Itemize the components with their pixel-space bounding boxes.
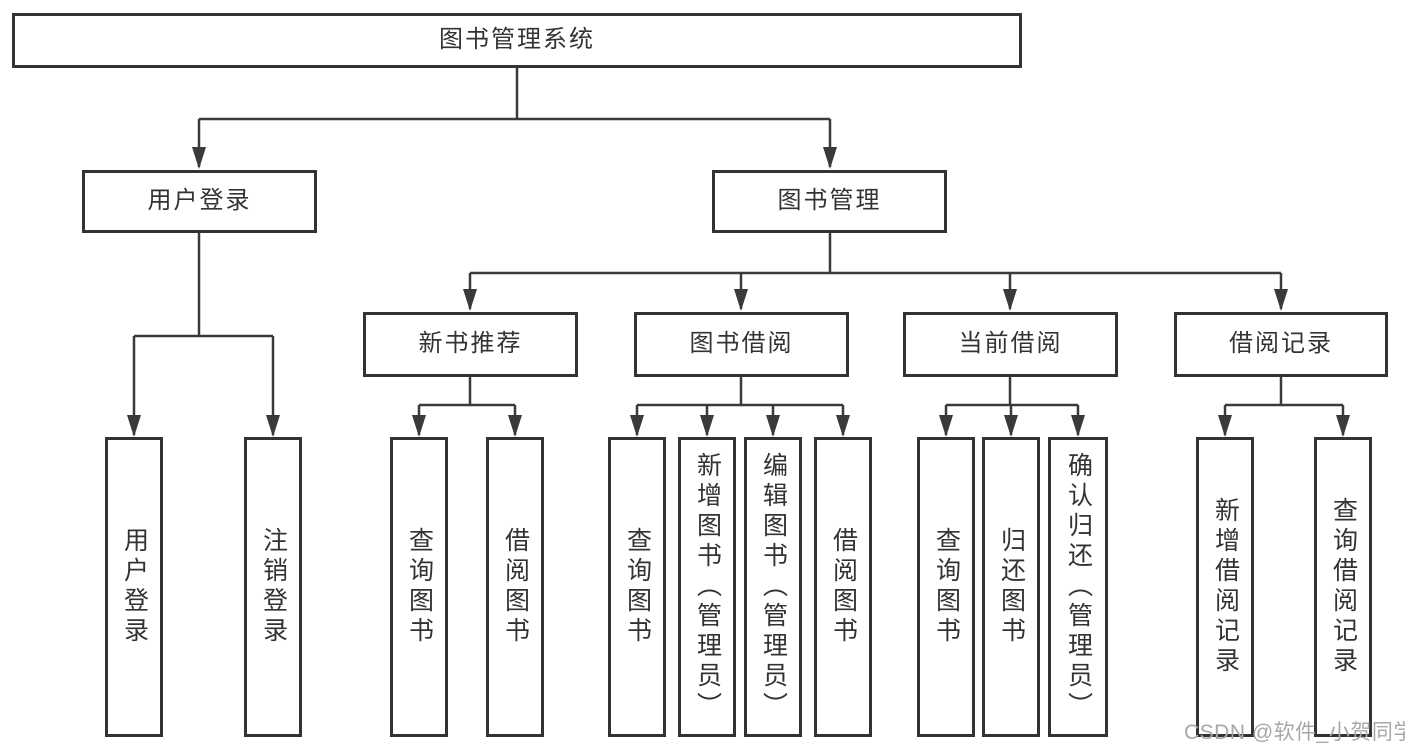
leaf-borrow-books-recommend: 借阅图书 — [486, 437, 544, 737]
node-borrow-records: 借阅记录 — [1174, 312, 1388, 377]
connector-user-login-children — [132, 233, 275, 435]
arrowhead — [463, 289, 477, 311]
node-new-book-recommend: 新书推荐 — [363, 312, 578, 377]
leaf-borrow-books: 借阅图书 — [814, 437, 872, 737]
node-label: 用户登录 — [120, 527, 149, 647]
connector-book-borrow-children — [635, 377, 845, 435]
node-current-borrow: 当前借阅 — [903, 312, 1118, 377]
arrowhead — [1218, 415, 1232, 437]
arrowhead — [734, 289, 748, 311]
connector-new-book-children — [417, 377, 517, 435]
arrowhead — [630, 415, 644, 437]
arrowhead — [192, 147, 206, 169]
arrowhead — [266, 415, 280, 437]
node-label: 查询图书 — [405, 527, 434, 647]
arrowhead — [508, 415, 522, 437]
node-label: 编辑图书（管理员） — [759, 452, 788, 722]
csdn-watermark: CSDN @软件_小贺同学 — [1184, 721, 1405, 744]
arrowhead — [700, 415, 714, 437]
node-label: 借阅图书 — [501, 527, 530, 647]
leaf-query-books-recommend: 查询图书 — [390, 437, 448, 737]
node-library-management-system: 图书管理系统 — [12, 13, 1022, 68]
node-label: 图书借阅 — [689, 330, 794, 358]
arrowhead — [766, 415, 780, 437]
arrowhead — [939, 415, 953, 437]
node-label: 图书管理系统 — [439, 26, 595, 54]
connector-book-management-children — [468, 233, 1283, 309]
node-label: 归还图书 — [997, 527, 1026, 647]
node-label: 新增图书（管理员） — [693, 452, 722, 722]
node-label: 查询借阅记录 — [1329, 497, 1358, 677]
leaf-query-books-current: 查询图书 — [917, 437, 975, 737]
leaf-add-book-admin: 新增图书（管理员） — [678, 437, 736, 737]
node-label: 当前借阅 — [958, 330, 1063, 358]
node-label: 图书管理 — [777, 187, 882, 215]
node-label: 借阅图书 — [829, 527, 858, 647]
leaf-query-borrow-record: 查询借阅记录 — [1314, 437, 1372, 737]
leaf-edit-book-admin: 编辑图书（管理员） — [744, 437, 802, 737]
node-label: 注销登录 — [259, 527, 288, 647]
arrowhead — [1071, 415, 1085, 437]
node-book-management: 图书管理 — [712, 170, 947, 233]
arrowhead — [1336, 415, 1350, 437]
node-book-borrow: 图书借阅 — [634, 312, 849, 377]
leaf-logout: 注销登录 — [244, 437, 302, 737]
leaf-return-book: 归还图书 — [982, 437, 1040, 737]
node-label: 新书推荐 — [418, 330, 523, 358]
node-label: 借阅记录 — [1229, 330, 1333, 358]
arrowhead — [1004, 415, 1018, 437]
leaf-user-login: 用户登录 — [105, 437, 163, 737]
leaf-confirm-return-admin: 确认归还（管理员） — [1048, 437, 1108, 737]
connector-borrow-records-children — [1223, 377, 1345, 435]
node-user-login: 用户登录 — [82, 170, 317, 233]
arrowhead — [1274, 289, 1288, 311]
leaf-add-borrow-record: 新增借阅记录 — [1196, 437, 1254, 737]
arrowhead — [836, 415, 850, 437]
arrowhead — [412, 415, 426, 437]
node-label: 确认归还（管理员） — [1064, 452, 1093, 722]
leaf-query-books-borrow: 查询图书 — [608, 437, 666, 737]
arrowhead — [1003, 289, 1017, 311]
node-label: 新增借阅记录 — [1211, 497, 1240, 677]
arrowhead — [823, 147, 837, 169]
node-label: 用户登录 — [147, 187, 252, 215]
arrowhead — [127, 415, 141, 437]
node-label: 查询图书 — [932, 527, 961, 647]
node-label: 查询图书 — [623, 527, 652, 647]
connector-root-to-level2 — [197, 68, 832, 167]
